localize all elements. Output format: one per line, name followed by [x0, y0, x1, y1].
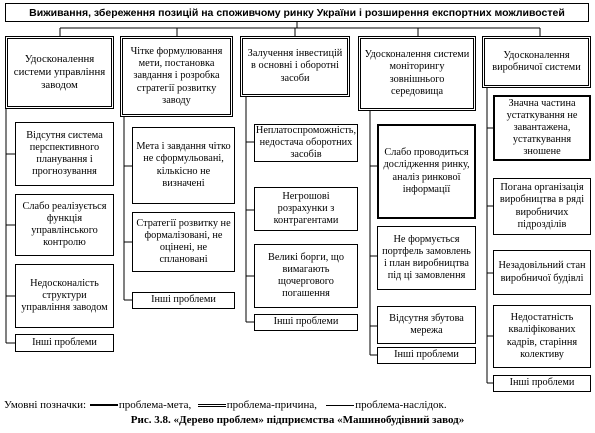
goal-box-investment: Залучення інвестицій в основні і оборотн…: [240, 36, 350, 97]
problem-box-barter: Негрошові розрахунки з контрагентами: [254, 187, 358, 231]
problem-box-other-1: Інші проблеми: [15, 334, 114, 352]
legend: Умовні позначки: проблема-мета, проблема…: [4, 399, 447, 411]
problem-box-equipment: Значна частина устаткування не завантаже…: [493, 95, 591, 161]
problem-box-debts: Великі борги, що вимагають щочергового п…: [254, 244, 358, 308]
problem-box-strategy-unformalized: Стратегії розвитку не формалізовані, не …: [132, 212, 235, 272]
legend-prefix: Умовні позначки:: [4, 399, 87, 411]
goal-box-strategy: Чітке формулювання мети, постановка завд…: [120, 36, 233, 117]
problem-box-staff: Недостатність кваліфікованих кадрів, ста…: [493, 305, 591, 368]
problem-box-orders-portfolio: Не формується портфель замовлень і план …: [377, 226, 476, 290]
legend-cause: проблема-причина,: [226, 399, 317, 411]
problem-box-organization: Погана організація виробництва в ряді ви…: [493, 178, 591, 235]
problem-box-building: Незадовільний стан виробничої будівлі: [493, 250, 591, 295]
problem-box-other-4: Інші проблеми: [377, 347, 476, 364]
problem-box-no-planning: Відсутня система перспективного плануван…: [15, 122, 114, 186]
goal-box-management: Удосконалення системи управління заводом: [5, 36, 114, 109]
problem-box-weak-control: Слабо реалізується функція управлінськог…: [15, 194, 114, 256]
goal-box-production: Удосконалення виробничої системи: [482, 36, 591, 88]
figure-caption: Рис. 3.8. «Дерево проблем» підприємства …: [130, 414, 465, 426]
problem-box-no-sales-network: Відсутня збутова мережа: [377, 306, 476, 344]
legend-line-cause: [197, 403, 226, 407]
problem-box-goals-undefined: Мета і завдання чітко не сформульовані, …: [132, 127, 235, 204]
goal-box-monitoring: Удосконалення системи моніторингу зовніш…: [358, 36, 476, 111]
problem-box-insolvency: Неплатоспроможність, недостача оборотних…: [254, 124, 358, 162]
legend-goal: проблема-мета,: [118, 399, 192, 411]
problem-box-other-2: Інші проблеми: [132, 292, 235, 309]
problem-box-other-5: Інші проблеми: [493, 375, 591, 392]
problem-box-market-research: Слабо проводиться дослідження ринку, ана…: [377, 124, 476, 219]
legend-line-goal: [89, 404, 118, 407]
root-goal-title: Виживання, збереження позицій на споживч…: [5, 3, 589, 22]
problem-box-other-3: Інші проблеми: [254, 314, 358, 331]
legend-line-effect: [326, 404, 355, 406]
legend-effect: проблема-наслідок.: [355, 399, 447, 411]
problem-box-structure: Недосконалість структури управління заво…: [15, 264, 114, 328]
